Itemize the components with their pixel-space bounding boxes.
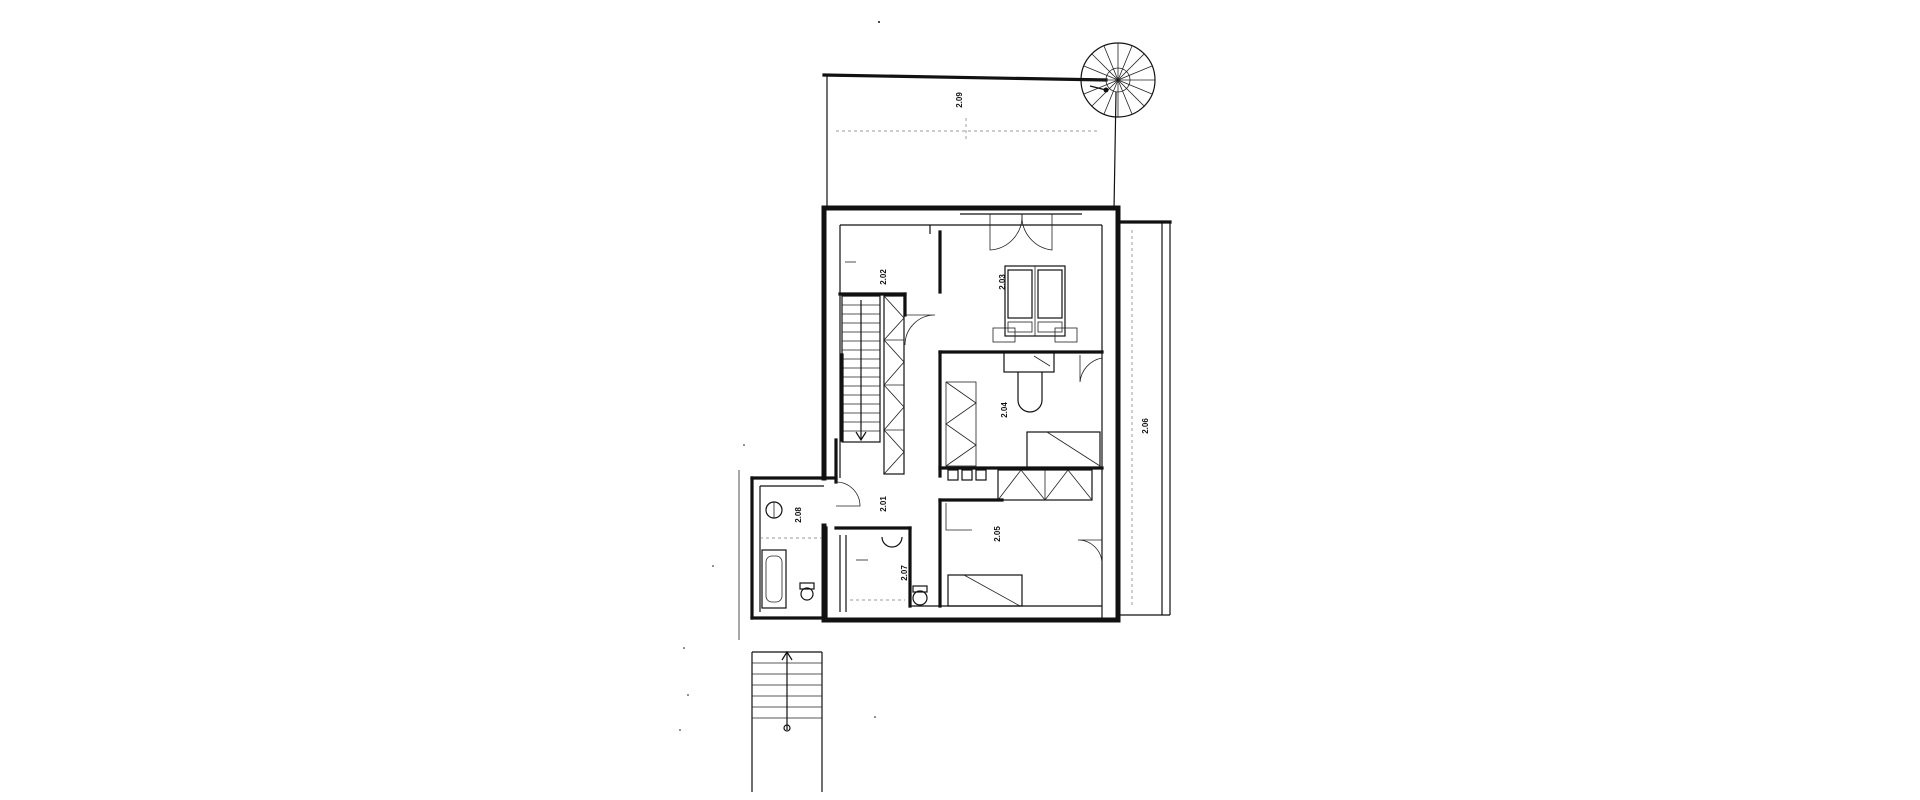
room-2-04 [938, 350, 1104, 481]
central-wardrobes [883, 295, 936, 475]
spiral-staircase [1080, 42, 1156, 118]
main-staircase [840, 295, 881, 443]
top-doors [960, 207, 1082, 251]
bathroom-2-08 [750, 476, 826, 620]
room-2-05 [938, 498, 1103, 608]
scan-noise [679, 21, 880, 731]
room-label-2-01: 2.01 [879, 496, 888, 512]
balcony-2-06 [1116, 220, 1172, 616]
outer-walls [821, 205, 1121, 623]
room-label-2-05: 2.05 [993, 526, 1002, 542]
room-label-2-07: 2.07 [900, 565, 909, 581]
room-label-2-03: 2.03 [998, 274, 1007, 290]
wardrobe-2-05 [997, 469, 1093, 501]
room-2-03 [938, 265, 1104, 354]
room-label-2-06: 2.06 [1141, 418, 1150, 434]
room-2-02 [838, 225, 942, 317]
room-label-2-08: 2.08 [794, 507, 803, 523]
room-label-2-02: 2.02 [879, 269, 888, 285]
exterior-stairs [738, 470, 823, 792]
terrace-2-09 [822, 73, 1117, 211]
room-label-2-04: 2.04 [1000, 402, 1009, 418]
room-label-2-09: 2.09 [955, 92, 964, 108]
bathroom-2-07 [824, 526, 928, 622]
hall-2-01 [822, 438, 912, 530]
